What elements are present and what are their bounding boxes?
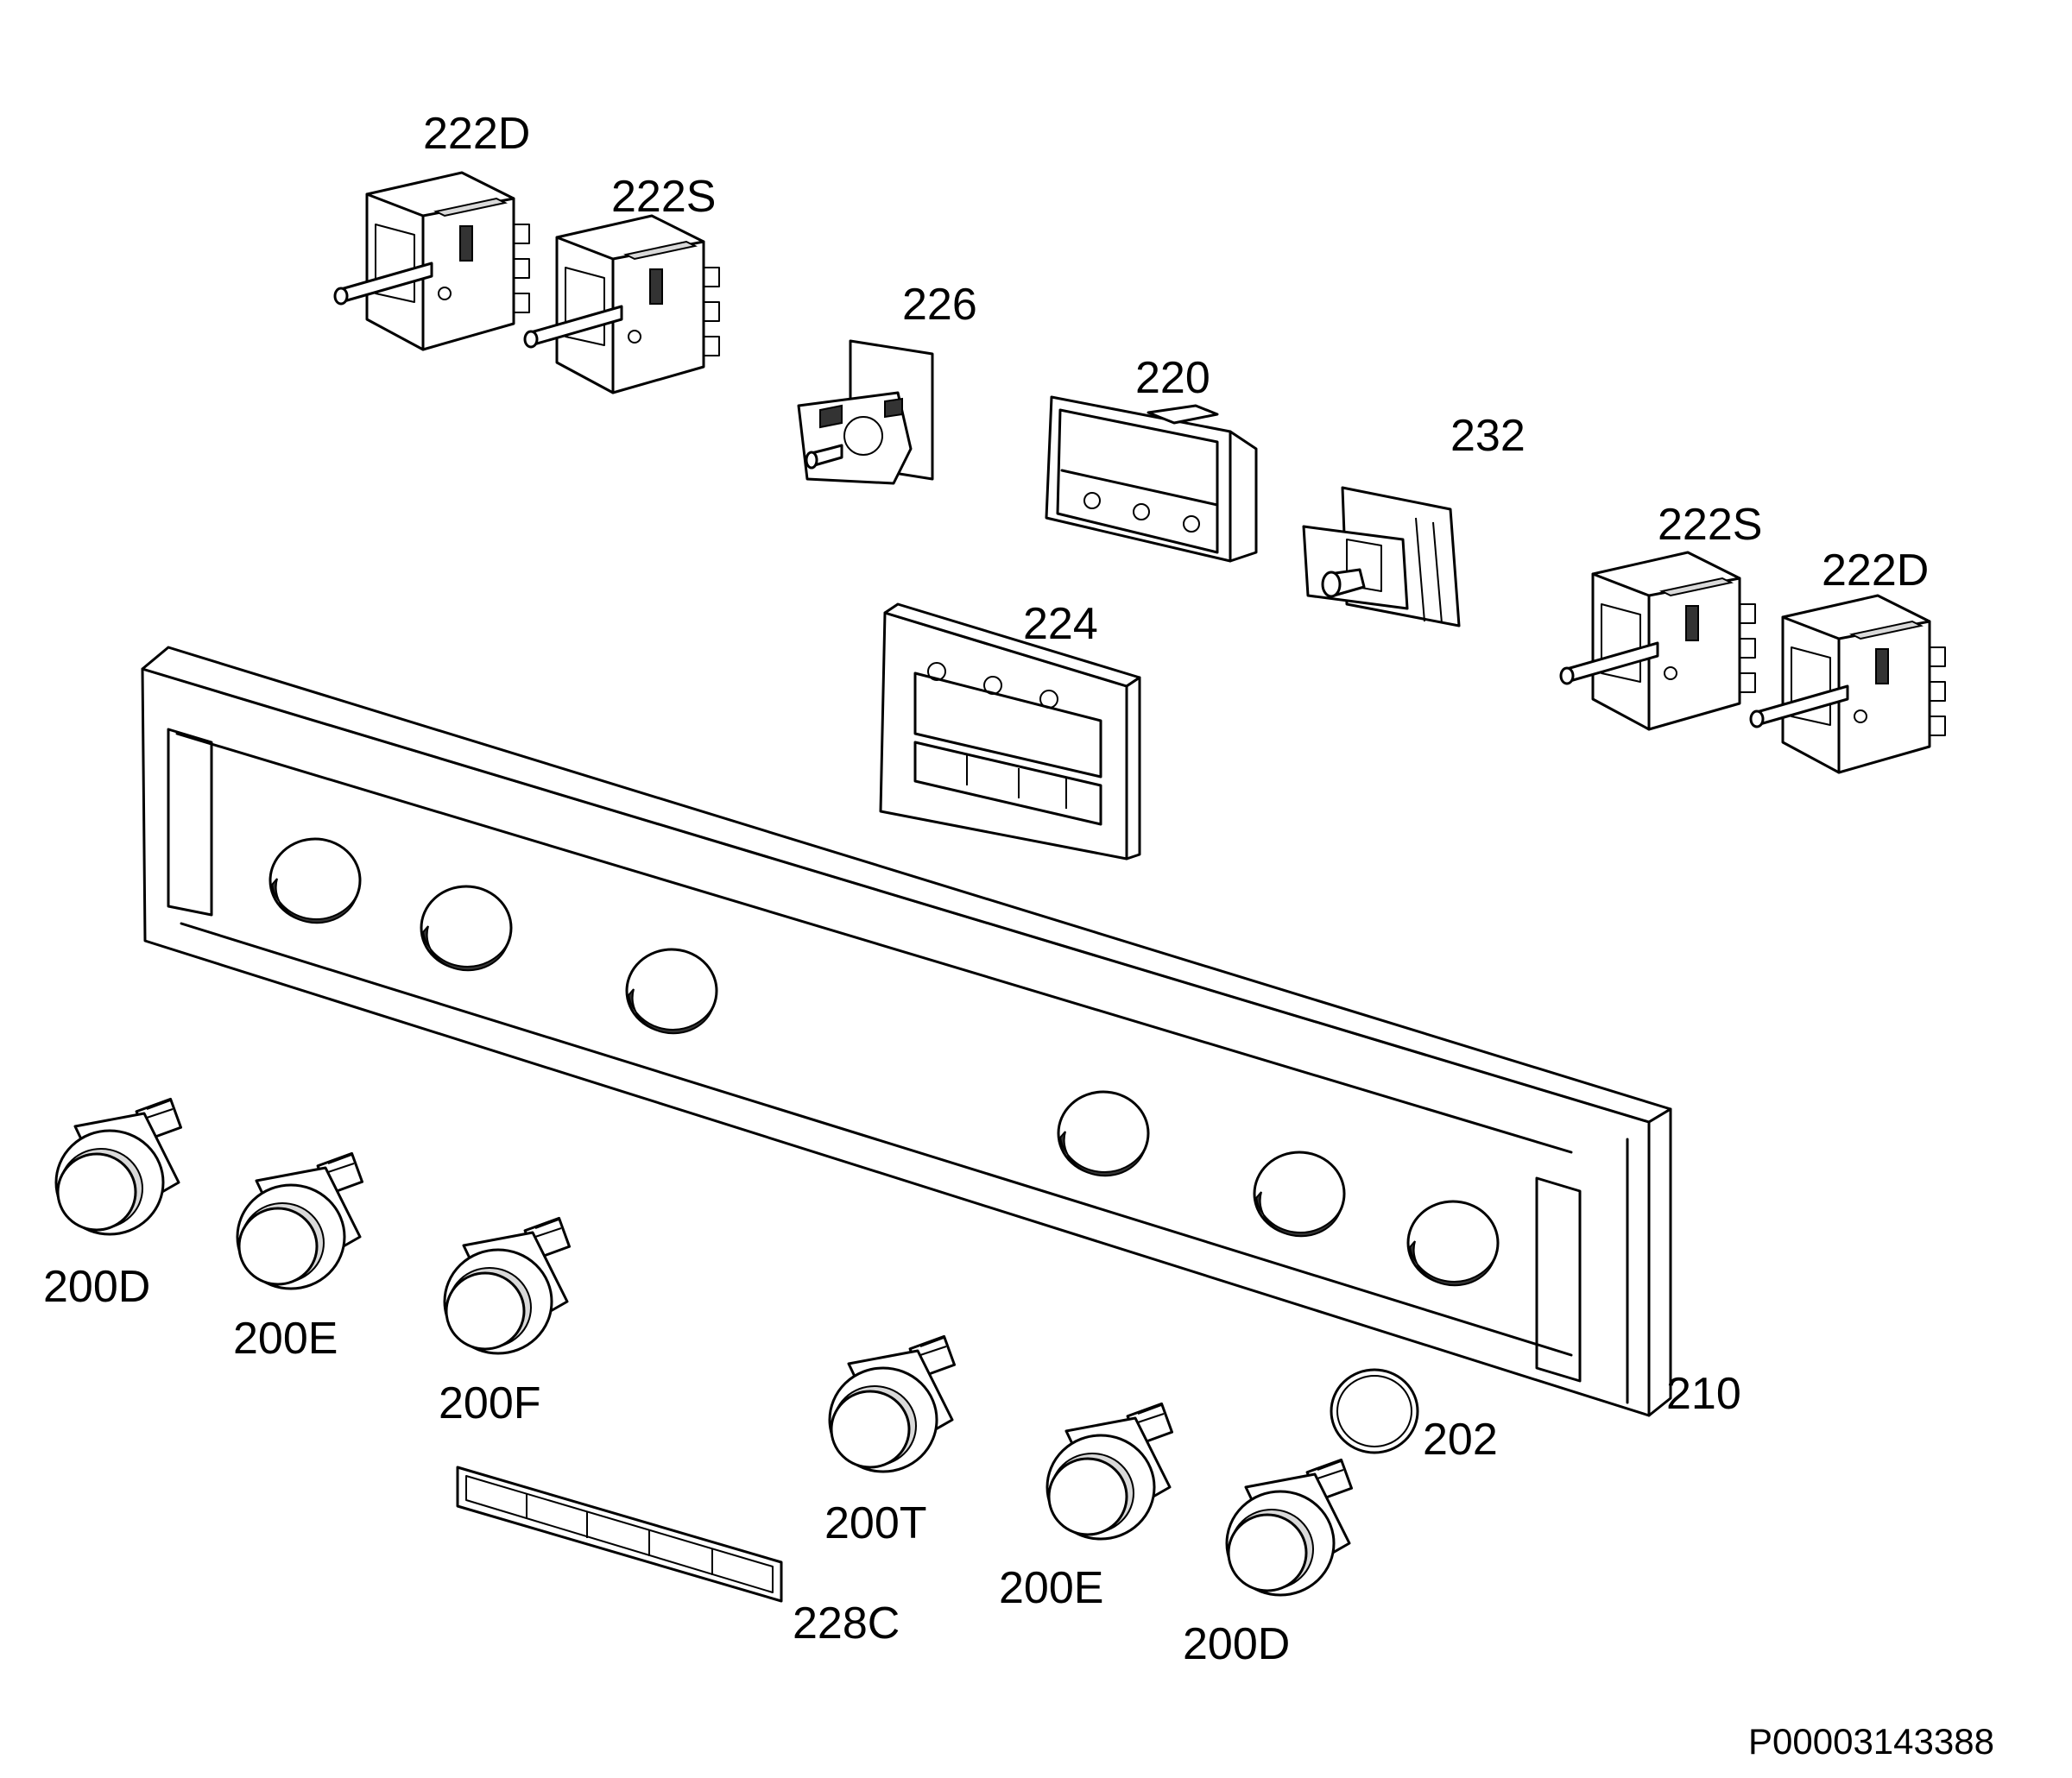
label-222D-left: 222D: [423, 109, 530, 159]
label-226: 226: [902, 280, 977, 330]
regulator-222D-left: [333, 171, 531, 351]
control-panel-210: [141, 646, 1672, 1417]
label-202: 202: [1423, 1415, 1498, 1465]
label-200D-right: 200D: [1183, 1619, 1290, 1669]
label-200T: 200T: [824, 1498, 927, 1548]
label-200F: 200F: [439, 1378, 541, 1428]
drawing-code: P00003143388: [1748, 1721, 1994, 1762]
label-200E-left: 200E: [233, 1314, 338, 1364]
label-228C: 228C: [793, 1598, 900, 1649]
knob-200T: [828, 1334, 957, 1473]
regulator-222S-left: [523, 214, 721, 394]
knob-200F: [443, 1216, 572, 1355]
regulator-222D-right: [1749, 594, 1947, 774]
knob-200D-left: [54, 1097, 183, 1236]
label-200E-right: 200E: [999, 1563, 1103, 1613]
rotary-switch-232: [1302, 486, 1461, 627]
label-224: 224: [1023, 599, 1098, 649]
ring-202: [1330, 1368, 1419, 1454]
knob-200D-right: [1225, 1458, 1354, 1597]
display-housing-224: [879, 602, 1141, 861]
knob-200E-right: [1045, 1402, 1174, 1541]
label-232: 232: [1450, 411, 1526, 461]
label-222D-right: 222D: [1822, 545, 1929, 596]
label-200D-left: 200D: [43, 1262, 150, 1312]
label-210: 210: [1666, 1369, 1741, 1419]
selector-switch-226: [797, 339, 934, 485]
knob-200E-left: [236, 1151, 364, 1290]
label-222S-left: 222S: [611, 172, 716, 222]
symbol-strip-228C: [456, 1466, 783, 1603]
label-220: 220: [1135, 353, 1210, 403]
regulator-222S-right: [1559, 551, 1757, 731]
label-222S-right: 222S: [1658, 500, 1762, 550]
indicator-housing-220: [1045, 395, 1258, 563]
